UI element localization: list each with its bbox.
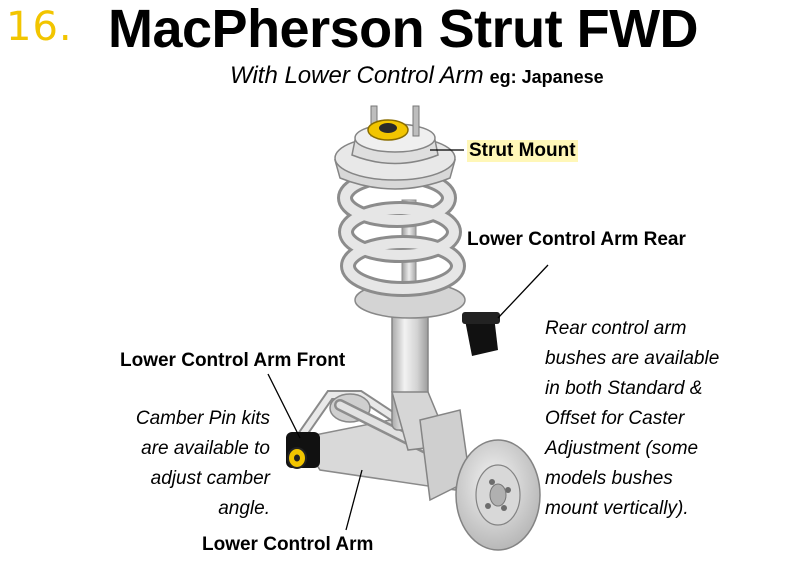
- leader-lines: [267, 149, 549, 531]
- note-line: angle.: [218, 498, 270, 519]
- lca-rear-label: Lower Control Arm Rear: [467, 229, 686, 250]
- lca-rear-bush: [462, 312, 500, 356]
- note-line: Adjustment (some: [545, 438, 699, 459]
- note-line: adjust camber: [150, 468, 270, 489]
- subtitle-example: eg: Japanese: [489, 67, 604, 87]
- subtitle-text: With Lower Control Arm: [230, 62, 484, 89]
- lca-label: Lower Control Arm: [202, 534, 374, 555]
- note-line: Camber Pin kits: [135, 408, 270, 429]
- lca-front-label: Lower Control Arm Front: [120, 350, 346, 371]
- rear-bush-note: Rear control arm bushes are available in…: [545, 314, 719, 524]
- strut-mount-assembly: [334, 105, 456, 190]
- note-line: bushes are available: [545, 348, 720, 369]
- note-line: mount vertically).: [545, 498, 689, 519]
- note-line: are available to: [141, 438, 270, 459]
- note-line: Offset for Caster: [545, 408, 685, 429]
- note-line: models bushes: [545, 468, 673, 489]
- strut-mount-label: Strut Mount: [467, 140, 578, 162]
- diagram-number: 16.: [6, 4, 73, 50]
- note-line: Rear control arm: [545, 318, 687, 339]
- note-line: in both Standard &: [545, 378, 703, 399]
- lca-front-bush: [286, 432, 320, 469]
- brake-disc: [455, 439, 541, 551]
- camber-pin-note: Camber Pin kits are available to adjust …: [100, 404, 270, 524]
- page-title: MacPherson Strut FWD: [108, 0, 699, 59]
